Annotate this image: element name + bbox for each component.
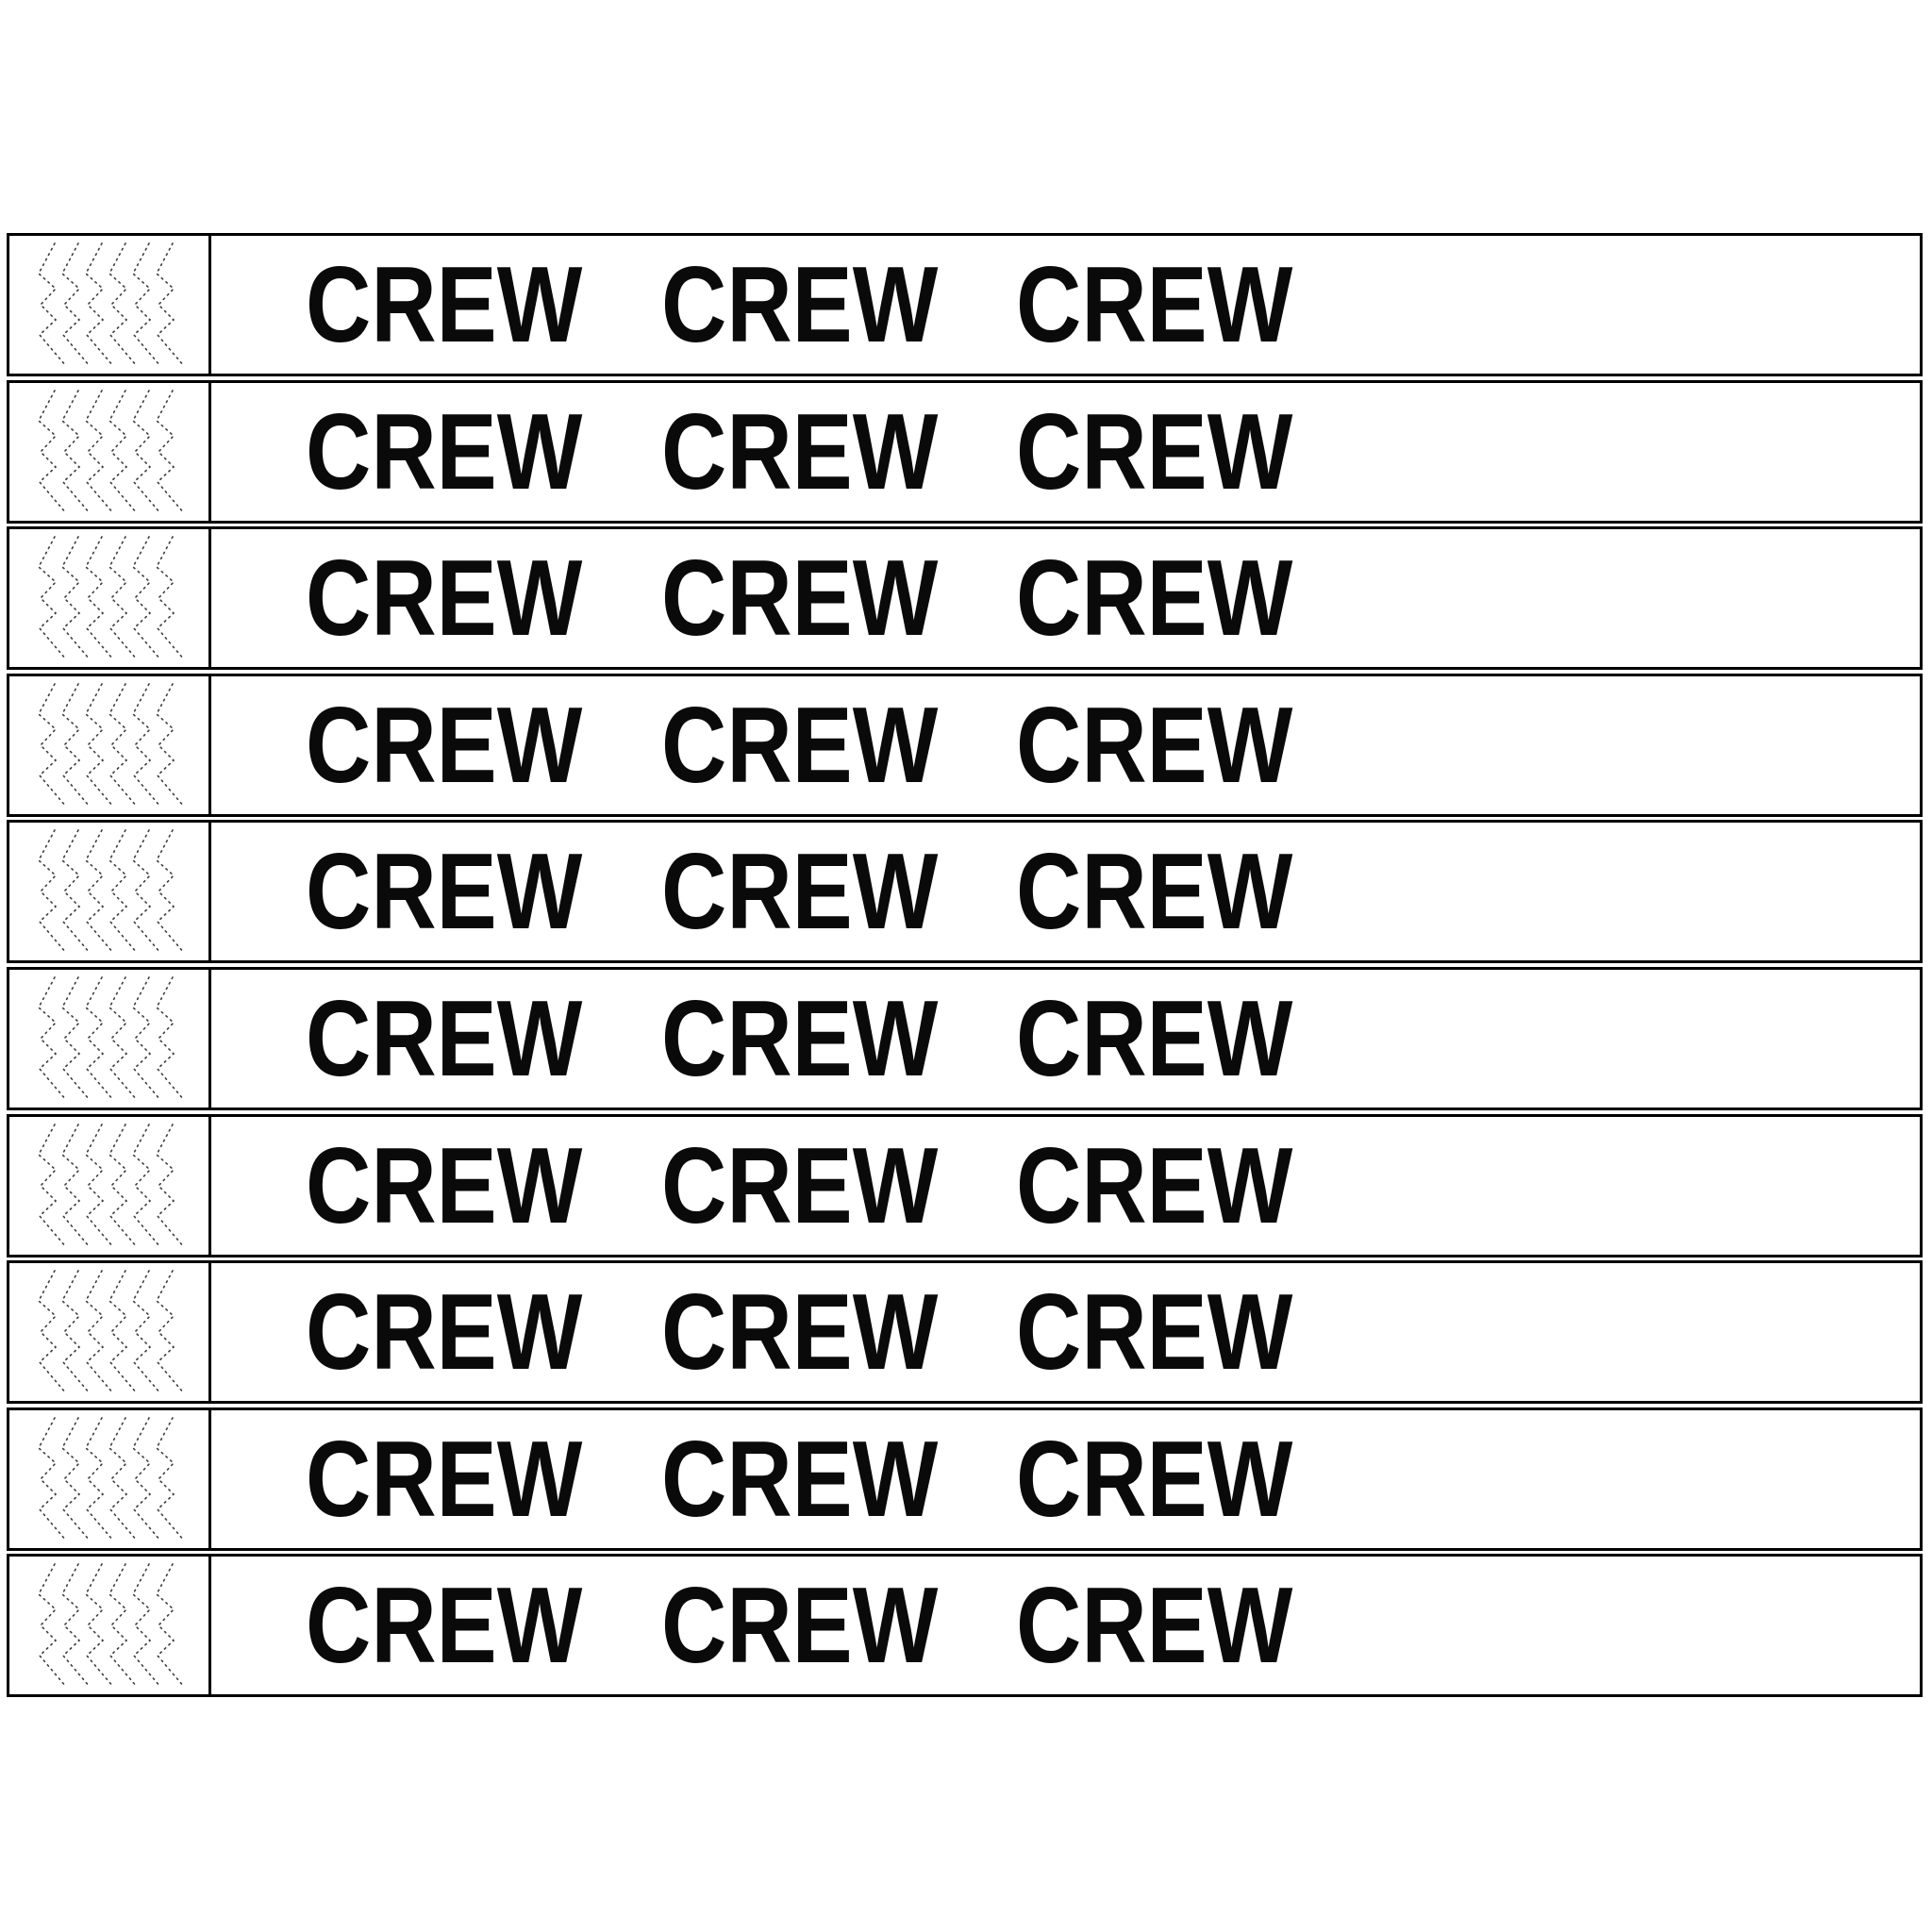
band-label-area: CREW CREW CREW	[211, 529, 1920, 667]
crew-label: CREW	[660, 1272, 938, 1392]
closure-stub	[9, 823, 211, 961]
perforation-zigzag-icon	[37, 536, 185, 660]
wristband-row: CREW CREW CREW	[7, 1260, 1923, 1405]
crew-label: CREW	[1016, 244, 1293, 365]
crew-label: CREW	[660, 1418, 938, 1540]
crew-label: CREW	[306, 1418, 583, 1540]
band-label-area: CREW CREW CREW	[211, 1410, 1920, 1548]
wristband-row: CREW CREW CREW	[7, 1407, 1923, 1551]
closure-stub	[9, 1116, 211, 1255]
crew-label: CREW	[1016, 831, 1293, 953]
wristband-row: CREW CREW CREW	[7, 1554, 1923, 1698]
band-label-area: CREW CREW CREW	[211, 970, 1920, 1108]
wristband-row: CREW CREW CREW	[7, 526, 1923, 671]
crew-label: CREW	[306, 684, 583, 806]
crew-label: CREW	[1016, 1418, 1293, 1540]
perforation-zigzag-icon	[37, 1270, 185, 1394]
band-label-area: CREW CREW CREW	[211, 236, 1920, 374]
crew-label: CREW	[660, 831, 938, 953]
band-label-area: CREW CREW CREW	[211, 823, 1920, 960]
crew-label: CREW	[1016, 1124, 1293, 1246]
wristband-row: CREW CREW CREW	[7, 379, 1923, 524]
crew-label: CREW	[306, 978, 583, 1099]
closure-stub	[9, 1263, 211, 1402]
closure-stub	[9, 969, 211, 1108]
crew-label: CREW	[306, 1565, 583, 1687]
crew-label: CREW	[306, 538, 583, 659]
band-label-area: CREW CREW CREW	[211, 676, 1920, 814]
perforation-zigzag-icon	[37, 1123, 185, 1248]
perforation-zigzag-icon	[37, 682, 185, 808]
perforation-zigzag-icon	[37, 1563, 185, 1689]
band-label-area: CREW CREW CREW	[211, 383, 1920, 521]
crew-label: CREW	[1016, 538, 1293, 659]
perforation-zigzag-icon	[37, 242, 185, 367]
crew-label: CREW	[1016, 684, 1293, 806]
crew-label: CREW	[660, 538, 938, 659]
perforation-zigzag-icon	[37, 976, 185, 1101]
crew-label: CREW	[1016, 1272, 1293, 1392]
crew-label: CREW	[306, 1124, 583, 1246]
perforation-zigzag-icon	[37, 829, 185, 955]
wristband-row: CREW CREW CREW	[7, 673, 1923, 817]
wristband-row: CREW CREW CREW	[7, 820, 1923, 964]
closure-stub	[9, 382, 211, 521]
closure-stub	[9, 675, 211, 814]
closure-stub	[9, 236, 211, 374]
closure-stub	[9, 1409, 211, 1548]
band-label-area: CREW CREW CREW	[211, 1263, 1920, 1401]
wristband-row: CREW CREW CREW	[7, 233, 1923, 376]
crew-label: CREW	[660, 684, 938, 806]
crew-label: CREW	[1016, 978, 1293, 1099]
wristband-row: CREW CREW CREW	[7, 1113, 1923, 1257]
perforation-zigzag-icon	[37, 1416, 185, 1541]
crew-label: CREW	[660, 978, 938, 1099]
closure-stub	[9, 1557, 211, 1695]
closure-stub	[9, 529, 211, 668]
crew-label: CREW	[660, 1124, 938, 1246]
crew-label: CREW	[306, 244, 583, 365]
crew-label: CREW	[660, 1565, 938, 1687]
crew-label: CREW	[306, 831, 583, 953]
perforation-zigzag-icon	[37, 389, 185, 514]
crew-label: CREW	[306, 391, 583, 512]
band-label-area: CREW CREW CREW	[211, 1557, 1920, 1694]
crew-label: CREW	[660, 244, 938, 365]
crew-label: CREW	[1016, 391, 1293, 512]
band-label-area: CREW CREW CREW	[211, 1117, 1920, 1255]
crew-label: CREW	[306, 1272, 583, 1392]
wristband-row: CREW CREW CREW	[7, 966, 1923, 1110]
wristband-sheet: CREW CREW CREW	[7, 233, 1923, 1701]
crew-label: CREW	[1016, 1565, 1293, 1687]
crew-label: CREW	[660, 391, 938, 512]
